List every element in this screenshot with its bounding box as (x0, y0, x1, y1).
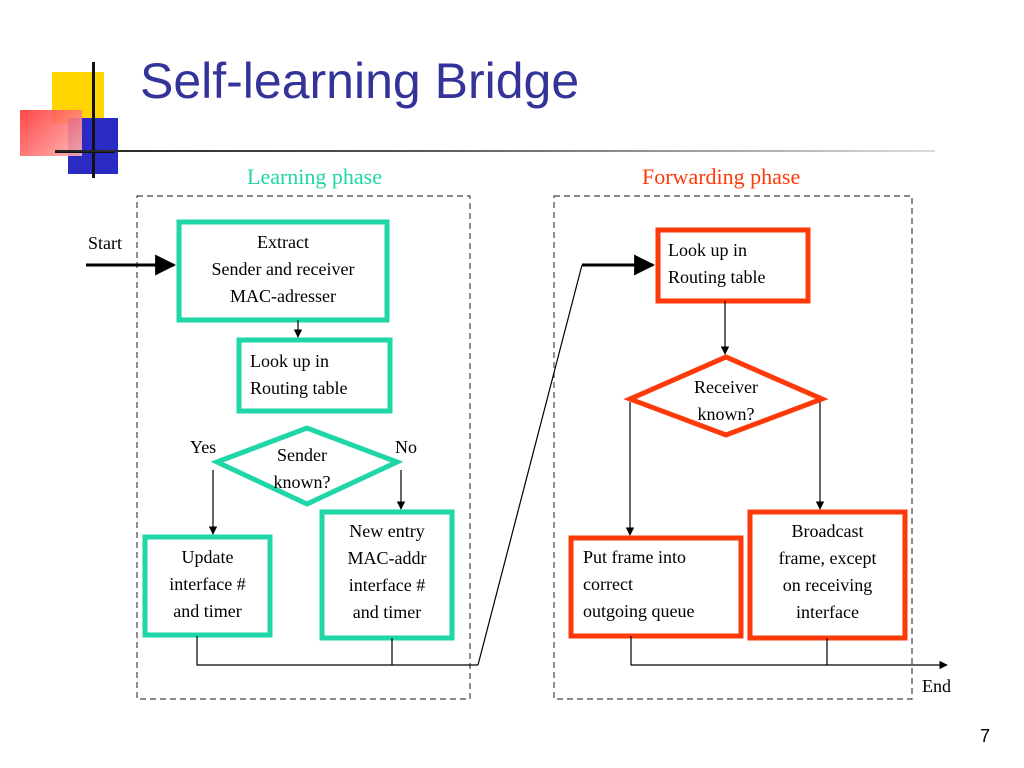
learning-phase-heading: Learning phase (247, 164, 382, 189)
put-frame-box (568, 535, 744, 639)
title-underline (55, 150, 935, 152)
forwarding-phase-heading: Forwarding phase (642, 164, 801, 189)
receiver-known-diamond (623, 354, 829, 438)
yes-label: Yes (190, 437, 217, 457)
forwarding-phase-frame (553, 195, 913, 700)
extract-box-text: Extract Sender and receiver MAC-adresser (211, 232, 355, 306)
put-frame-text: Put frame into correct outgoing queue (583, 547, 695, 621)
page-title: Self-learning Bridge (140, 53, 580, 109)
update-box (142, 534, 273, 638)
learning-lookup-text: Look up in Routing table (250, 351, 348, 398)
learning-phase-frame (136, 195, 471, 700)
new-entry-box (319, 509, 455, 641)
update-box-text: Update interface # and timer (169, 547, 246, 621)
learning-lookup-box (236, 337, 393, 414)
broadcast-text: Broadcast frame, except on receiving int… (778, 521, 877, 622)
new-entry-text: New entry MAC-addr interface # and timer (347, 521, 427, 622)
broadcast-box (747, 509, 908, 641)
forwarding-lookup-box (655, 227, 811, 304)
sender-known-diamond (210, 425, 404, 507)
sender-known-text: Sender known? (273, 445, 331, 492)
start-label: Start (88, 233, 122, 253)
page-number: 7 (980, 726, 991, 746)
phase-connector-line (477, 264, 583, 666)
end-label: End (922, 676, 951, 696)
learning-join-line (196, 636, 478, 666)
receiver-known-text: Receiver known? (694, 377, 758, 424)
no-label: No (395, 437, 417, 457)
extract-box (176, 219, 390, 323)
end-arrow (630, 636, 948, 670)
forwarding-lookup-text: Look up in Routing table (668, 240, 766, 287)
